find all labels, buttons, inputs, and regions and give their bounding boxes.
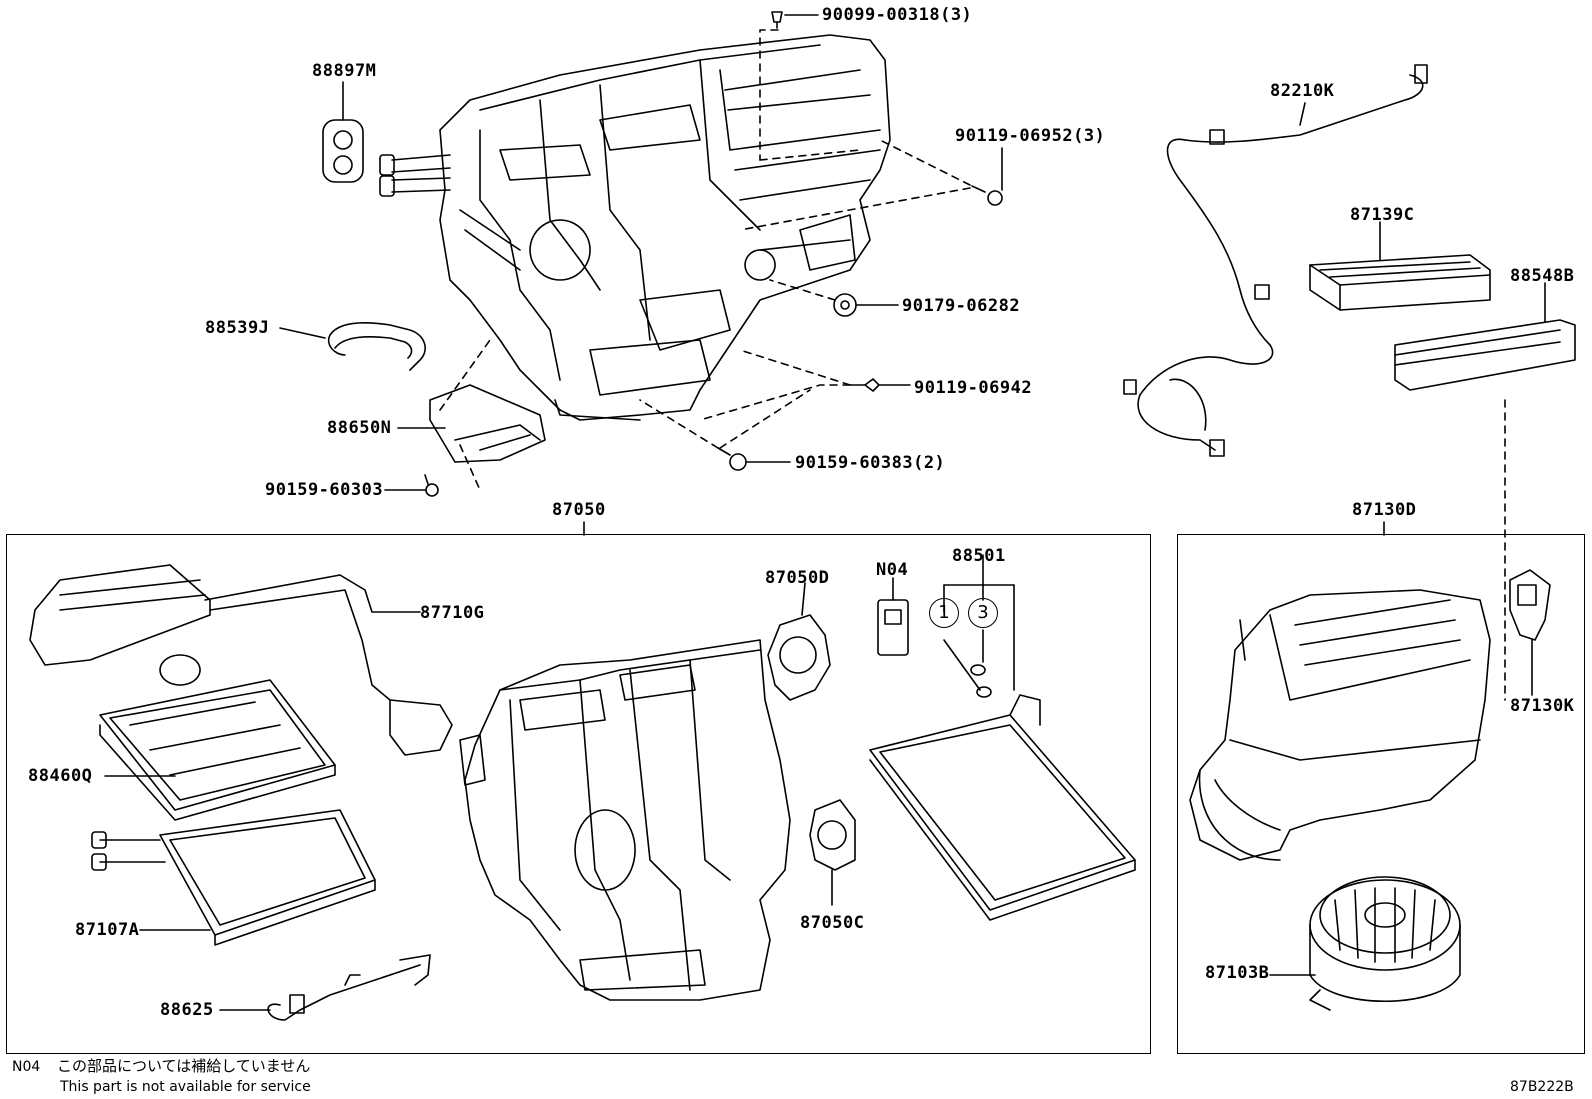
ecu-module-drawing [397,339,546,491]
blower-motor-drawing [1269,876,1461,1011]
filter-cover-drawing [1394,282,1576,701]
callout-circle-1: 1 [929,598,959,628]
footnote-japanese: この部品については補給していません [57,1057,311,1075]
label-88548B: 88548B [1510,266,1575,286]
label-90099-00318: 90099-00318(3) [822,5,973,25]
label-87139C: 87139C [1350,205,1415,225]
group-blower-title: 87130D [1352,500,1417,520]
label-90119-06942: 90119-06942 [914,378,1033,398]
footnote-code: N04 [12,1059,41,1075]
wire-harness-drawing [1123,64,1428,457]
evaporator-right-drawing [869,694,1136,921]
drawing-id: 87B222B [1510,1079,1574,1095]
label-82210K: 82210K [1270,81,1335,101]
heater-core-drawing [91,809,376,946]
group-main-title: 87050 [552,500,606,520]
hose-drawing [279,322,426,371]
label-88650N: 88650N [327,418,392,438]
label-87103B: 87103B [1205,963,1270,983]
servo-motor-d-drawing [767,582,831,701]
hvac-assembly-top-drawing [379,34,891,421]
label-90159-60383: 90159-60383(2) [795,453,946,473]
expansion-valve-drawing [877,577,909,656]
label-88539J: 88539J [205,318,270,338]
servo-motor-c-drawing [809,799,856,906]
heater-unit-drawing [29,564,453,756]
evaporator-left-drawing [99,679,336,821]
screws-top-drawing [384,11,1003,497]
main-housing-drawing [459,639,791,1001]
label-N04: N04 [876,560,909,580]
footnote-english: This part is not available for service [60,1079,311,1095]
actuator-k-drawing [1509,569,1551,696]
cabin-filter-drawing [1309,221,1491,311]
label-87130K: 87130K [1510,696,1575,716]
label-88460Q: 88460Q [28,766,93,786]
label-87050C: 87050C [800,913,865,933]
blower-case-drawing [1189,589,1491,861]
label-88501: 88501 [952,546,1006,566]
group-main-frame [6,534,1151,1054]
label-88625: 88625 [160,1000,214,1020]
label-90179-06282: 90179-06282 [902,296,1021,316]
temp-sensor-drawing [219,954,431,1021]
group-blower-frame [1177,534,1585,1054]
label-87710G: 87710G [420,603,485,623]
callout-circle-3: 3 [968,598,998,628]
label-87050D: 87050D [765,568,830,588]
label-90119-06952: 90119-06952(3) [955,126,1106,146]
label-90159-60303: 90159-60303 [265,480,384,500]
grommet-drawing [322,81,364,183]
label-87107A: 87107A [75,920,140,940]
label-88897M: 88897M [312,61,377,81]
